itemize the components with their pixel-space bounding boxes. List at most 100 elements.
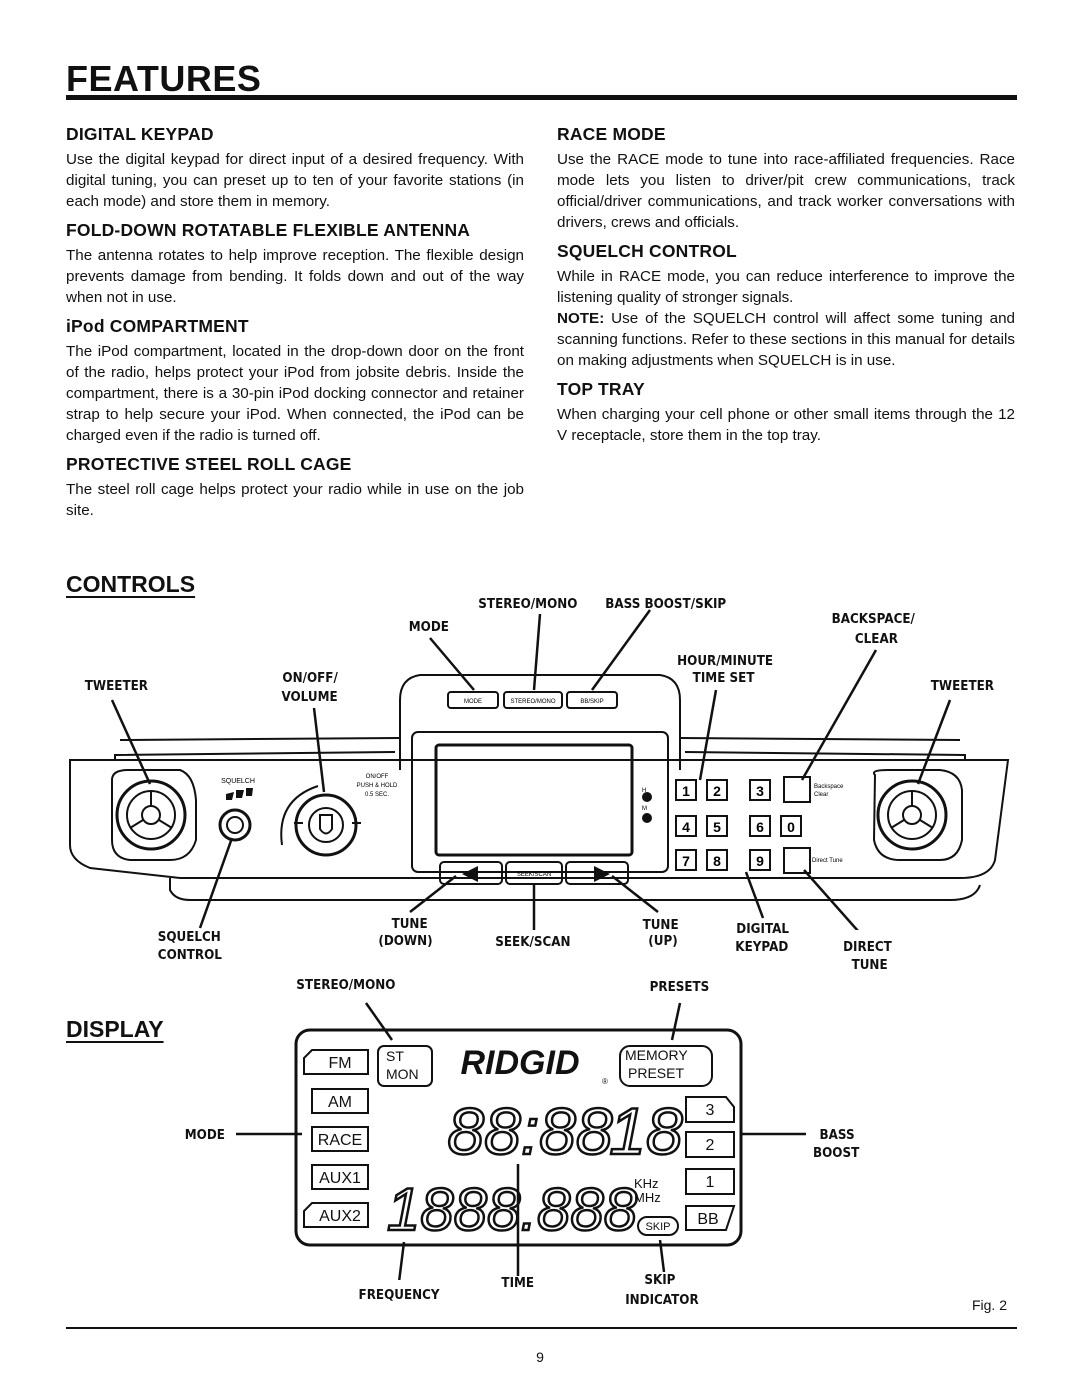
label-hour-minute-2: TIME SET (692, 671, 755, 686)
label-presets: PRESETS (649, 980, 710, 995)
label-mode: MODE (408, 620, 449, 635)
lcd-mhz: MHz (634, 1190, 661, 1205)
section-text: Use the digital keypad for direct input … (66, 151, 524, 210)
label-tune-up-2: (UP) (648, 934, 678, 949)
title-rule (66, 95, 1017, 100)
lcd-mode-aux1: AUX1 (319, 1170, 361, 1187)
section-note: NOTE: Use of the SQUELCH control will af… (557, 308, 1015, 371)
device-btn-mode[interactable]: MODE (464, 699, 482, 705)
section-antenna: FOLD-DOWN ROTATABLE FLEXIBLE ANTENNA The… (66, 220, 524, 308)
section-heading: TOP TRAY (557, 379, 645, 399)
lcd-mode-am: AM (328, 1094, 352, 1111)
label-tune-down-2: (DOWN) (378, 934, 433, 949)
device-seek-text[interactable]: SEEK/SCAN (517, 872, 551, 878)
features-right-column: RACE MODE Use the RACE mode to tune into… (557, 124, 1015, 454)
label-backspace-2: CLEAR (854, 632, 898, 647)
key-0[interactable]: 0 (787, 819, 795, 835)
label-frequency: FREQUENCY (358, 1288, 440, 1303)
device-backspace-text-1: Backspace (814, 784, 844, 790)
label-on-off-1: ON/OFF/ (282, 671, 338, 686)
section-text: While in RACE mode, you can reduce inter… (557, 268, 1015, 306)
lcd-khz: KHz (634, 1176, 659, 1191)
device-m-label: M (642, 806, 647, 812)
device-onoff-text-1: ON/OFF (366, 774, 389, 780)
figure-label: Fig. 2 (971, 1297, 1007, 1313)
page-number: 9 (536, 1349, 544, 1365)
label-tune-up-1: TUNE (642, 918, 679, 933)
lcd-reg: ® (602, 1077, 608, 1086)
section-heading: PROTECTIVE STEEL ROLL CAGE (66, 454, 352, 474)
lcd-preset: PRESET (628, 1065, 684, 1081)
label-direct-tune-2: TUNE (851, 958, 888, 973)
section-squelch: SQUELCH CONTROL While in RACE mode, you … (557, 241, 1015, 371)
lcd-brand-logo: RIDGID (461, 1044, 580, 1082)
key-2[interactable]: 2 (713, 783, 721, 799)
label-bass-boost-skip: BASS BOOST/SKIP (605, 597, 727, 612)
label-digital-keypad-1: DIGITAL (736, 922, 790, 937)
device-squelch-text: SQUELCH (221, 778, 255, 785)
section-heading: RACE MODE (557, 124, 666, 144)
label-skip-2: INDICATOR (625, 1293, 699, 1308)
section-heading: FOLD-DOWN ROTATABLE FLEXIBLE ANTENNA (66, 220, 471, 240)
label-on-off-2: VOLUME (281, 690, 338, 705)
controls-heading: CONTROLS (66, 571, 196, 597)
features-left-column: DIGITAL KEYPAD Use the digital keypad fo… (66, 124, 524, 529)
lcd-time-digits: 88:88 (447, 1094, 612, 1168)
label-seek-scan: SEEK/SCAN (495, 935, 571, 950)
page-title: FEATURES (66, 58, 262, 99)
lcd-mode-race: RACE (318, 1132, 362, 1149)
key-8[interactable]: 8 (713, 853, 721, 869)
lcd-memory: MEMORY (625, 1047, 688, 1063)
key-4[interactable]: 4 (682, 819, 690, 835)
section-text: Use the RACE mode to tune into race-affi… (557, 151, 1015, 231)
section-heading: iPod COMPARTMENT (66, 316, 249, 336)
label-squelch-2: CONTROL (157, 948, 222, 963)
key-3[interactable]: 3 (756, 783, 764, 799)
key-1[interactable]: 1 (682, 783, 690, 799)
device-onoff-text-2: PUSH & HOLD (357, 783, 398, 789)
label-stereo-mono: STEREO/MONO (478, 597, 578, 612)
lcd-st: ST (386, 1048, 404, 1064)
device-backspace-text-2: Clear (814, 792, 828, 798)
section-roll-cage: PROTECTIVE STEEL ROLL CAGE The steel rol… (66, 454, 524, 521)
label-direct-tune-1: DIRECT (843, 940, 892, 955)
label-skip-1: SKIP (644, 1273, 676, 1288)
label-tweeter-right: TWEETER (930, 679, 994, 694)
key-9[interactable]: 9 (756, 853, 764, 869)
label-backspace-1: BACKSPACE/ (831, 612, 915, 627)
lcd-mode-fm: FM (328, 1055, 351, 1072)
device-btn-stereo[interactable]: STEREO/MONO (510, 699, 555, 705)
section-text: The antenna rotates to help improve rece… (66, 247, 524, 306)
label-display-mode: MODE (184, 1128, 225, 1143)
section-text: When charging your cell phone or other s… (557, 406, 1015, 444)
label-bass-2: BOOST (813, 1146, 860, 1161)
display-diagram: FM AM RACE AUX1 AUX2 3 2 1 BB ST MON MEM… (236, 1002, 806, 1280)
note-text: Use of the SQUELCH control will affect s… (557, 310, 1015, 369)
label-display-stereo-mono: STEREO/MONO (296, 978, 396, 993)
section-race-mode: RACE MODE Use the RACE mode to tune into… (557, 124, 1015, 233)
bottom-rule (66, 1327, 1017, 1329)
lcd-mode-aux2: AUX2 (319, 1208, 361, 1225)
label-tune-down-1: TUNE (391, 917, 428, 932)
section-text: The steel roll cage helps protect your r… (66, 481, 524, 519)
section-ipod: iPod COMPARTMENT The iPod compartment, l… (66, 316, 524, 446)
controls-diagram: MODE STEREO/MONO BB/SKIP SQUELCH ON/OFF … (69, 609, 1010, 930)
section-top-tray: TOP TRAY When charging your cell phone o… (557, 379, 1015, 446)
lcd-preset-2: 2 (706, 1137, 715, 1154)
lcd-frequency-digits: 1888.888 (387, 1176, 638, 1243)
display-heading: DISPLAY (66, 1016, 164, 1042)
section-text: The iPod compartment, located in the dro… (66, 343, 524, 444)
key-7[interactable]: 7 (682, 853, 690, 869)
lcd-preset-3: 3 (706, 1102, 715, 1119)
section-heading: SQUELCH CONTROL (557, 241, 737, 261)
lcd-preset-1: 1 (706, 1174, 715, 1191)
label-squelch-1: SQUELCH (157, 930, 221, 945)
lcd-bb: BB (697, 1211, 718, 1228)
key-5[interactable]: 5 (713, 819, 721, 835)
note-label: NOTE: (557, 310, 605, 327)
section-digital-keypad: DIGITAL KEYPAD Use the digital keypad fo… (66, 124, 524, 212)
device-onoff-text-3: 0.5 SEC. (365, 792, 389, 798)
device-direct-tune-text: Direct Tune (812, 858, 843, 864)
key-6[interactable]: 6 (756, 819, 764, 835)
device-btn-bbskip[interactable]: BB/SKIP (580, 699, 603, 705)
